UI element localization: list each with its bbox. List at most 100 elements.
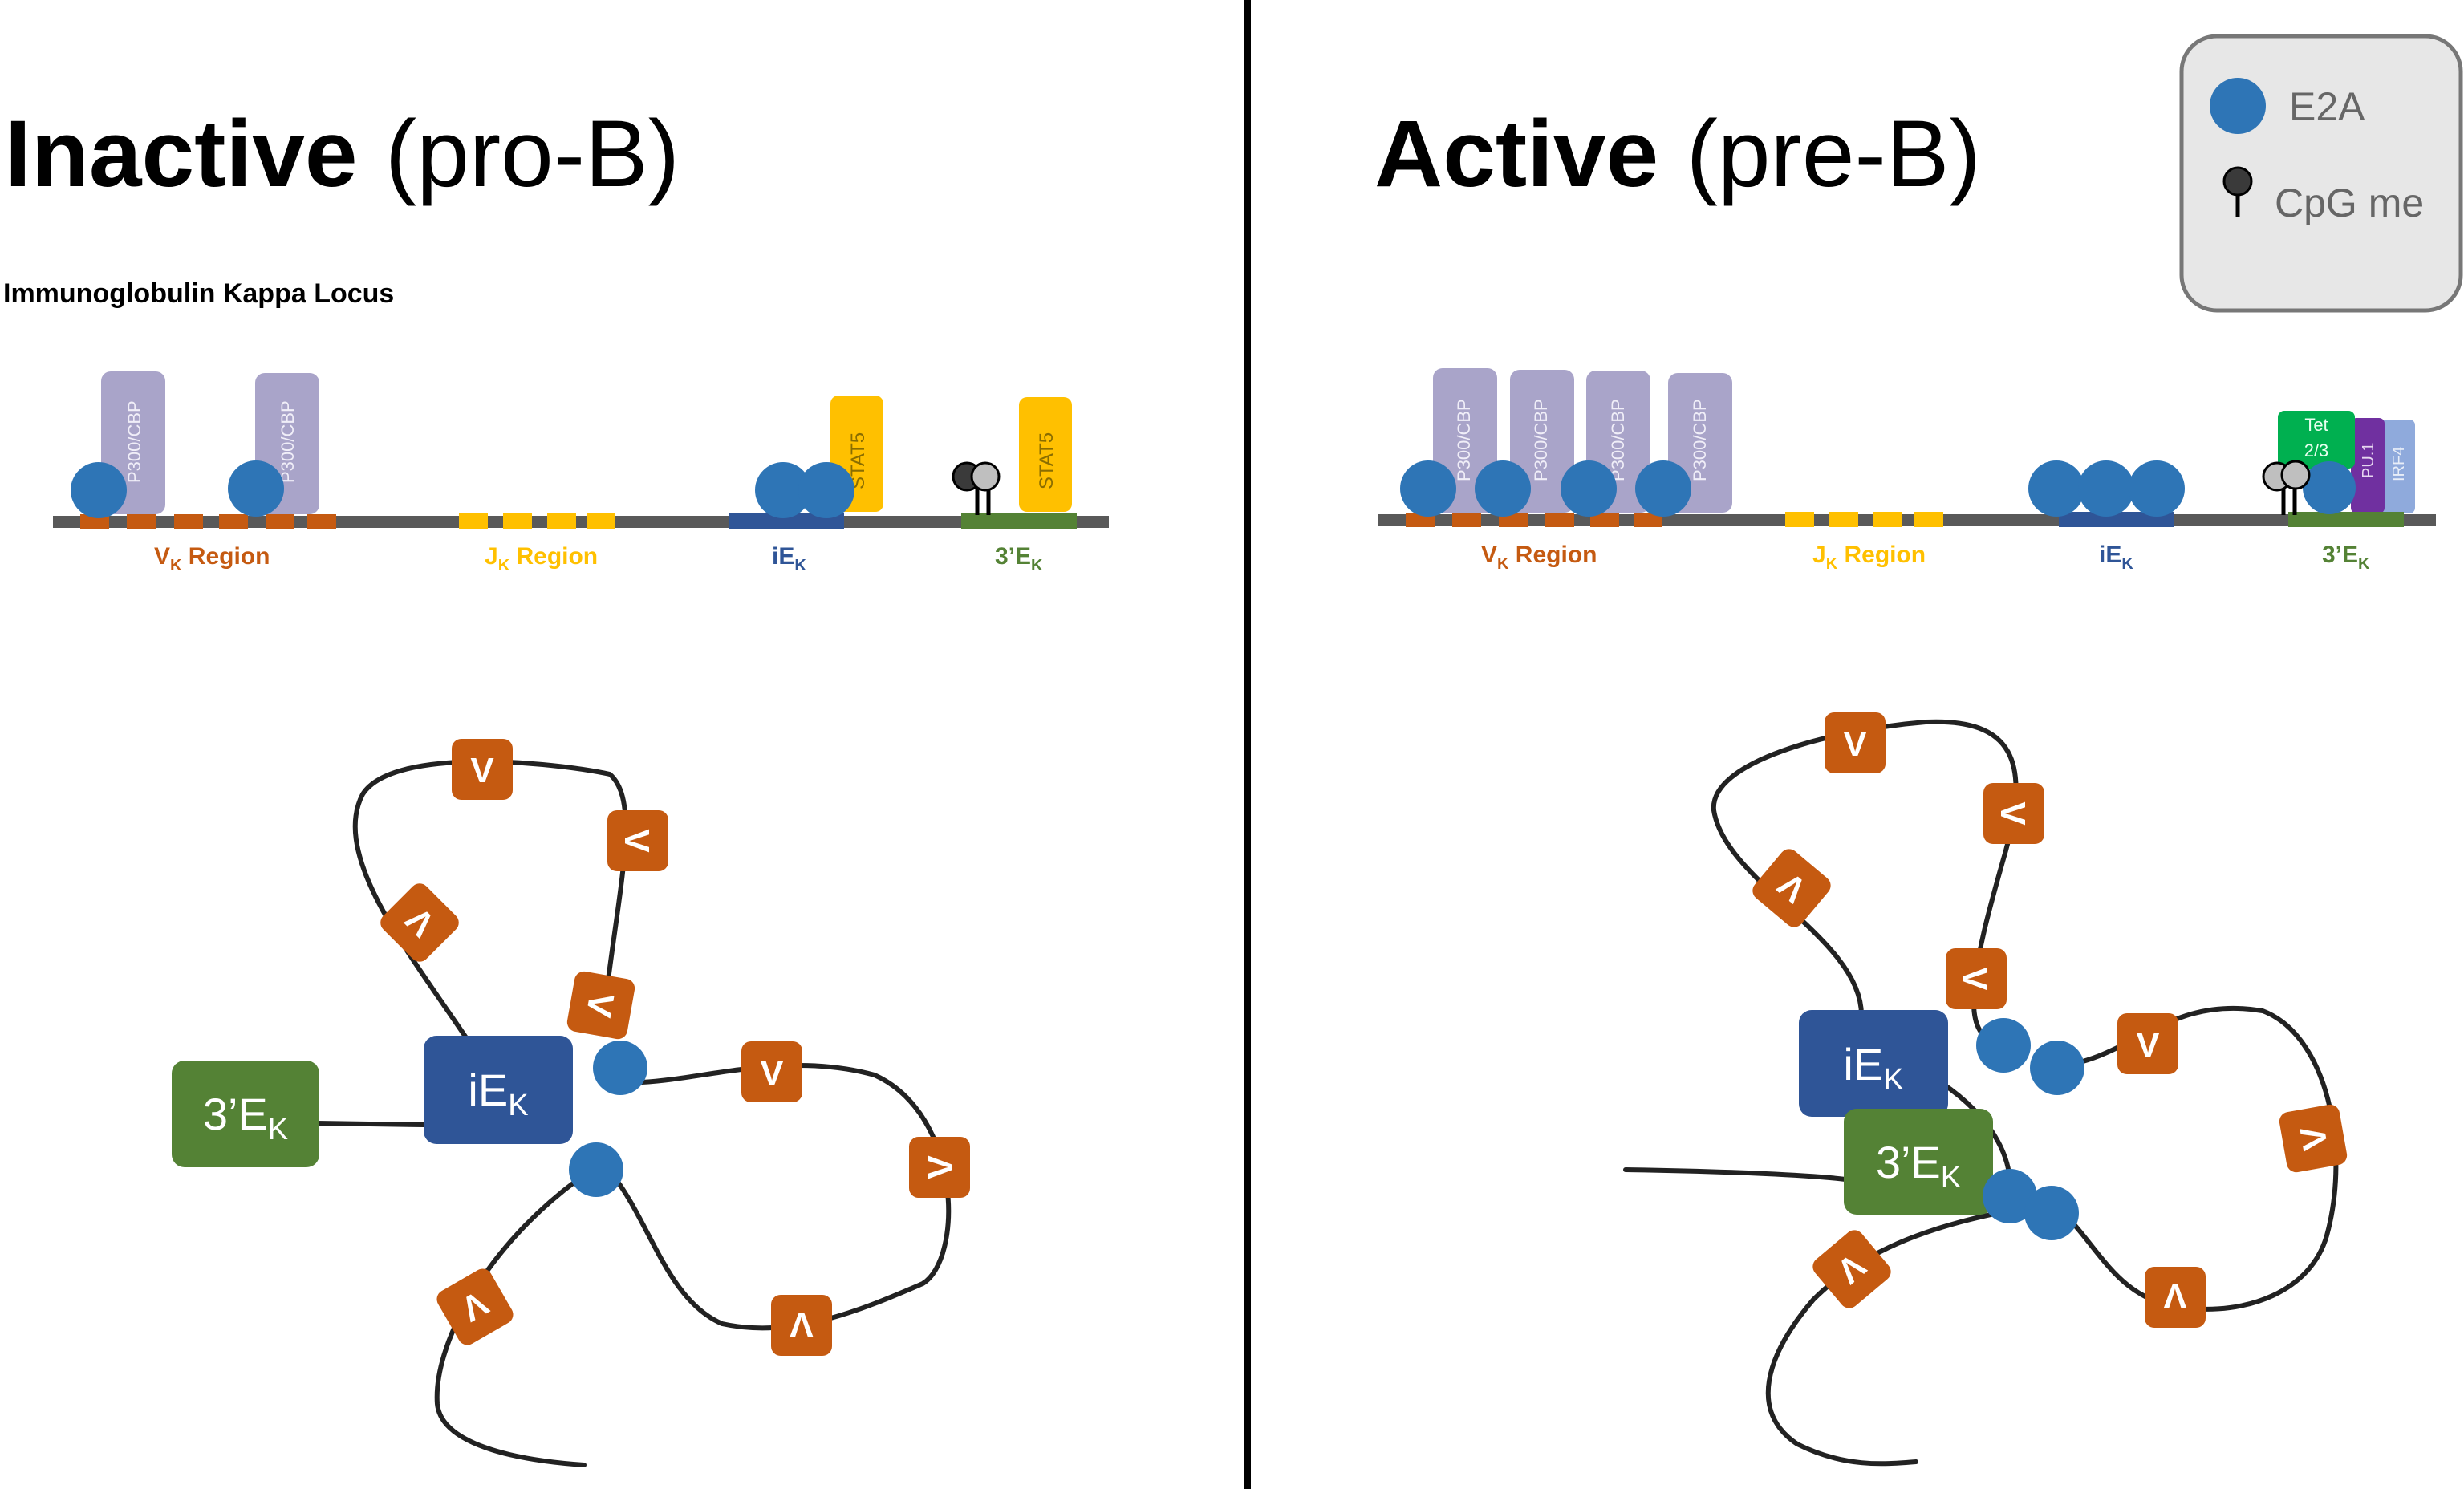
tet-label-line1: Tet xyxy=(2304,415,2328,435)
right-panel: Active (pre-B) E2A CpG me P300/CBP P300/… xyxy=(1374,34,2463,1467)
svg-text:V: V xyxy=(2136,1025,2160,1065)
svg-text:V: V xyxy=(617,829,656,853)
chromatin-fiber xyxy=(1765,1081,2013,1467)
v-segment: V xyxy=(436,1268,514,1345)
v-segment xyxy=(127,514,156,529)
chromatin-fiber xyxy=(1623,1167,1848,1182)
jk-region-label: JK Region xyxy=(485,543,598,574)
pu1-box xyxy=(2351,418,2385,513)
v-segment: V xyxy=(1825,712,1886,773)
iek-segment xyxy=(2059,512,2174,527)
e3k-region-label: 3’EK xyxy=(2322,542,2370,573)
chromatin-fiber xyxy=(434,1179,587,1467)
e2a-circle xyxy=(2129,460,2185,517)
e3k-segment xyxy=(2288,512,2404,527)
left-title-bold: Inactive xyxy=(5,101,357,207)
e2a-circle xyxy=(2028,460,2084,517)
e2a-circle xyxy=(2030,1041,2084,1095)
cpg-lollipop xyxy=(970,461,1001,492)
stat5-label: STAT5 xyxy=(1036,432,1057,489)
chromatin-fiber xyxy=(607,1062,952,1331)
vk-segments xyxy=(1406,513,1662,527)
v-segment: V xyxy=(607,810,668,871)
vk-segments xyxy=(80,514,336,529)
cpg-lollipop xyxy=(2280,460,2311,490)
v-segment: V xyxy=(1752,849,1831,927)
tet-label-line2: 2/3 xyxy=(2304,440,2329,460)
svg-text:V: V xyxy=(760,1053,784,1093)
j-segment xyxy=(1829,512,1858,527)
p300-label: P300/CBP xyxy=(1531,399,1551,481)
left-loop-structure: 3’EK iEK V V V V V V V V xyxy=(172,739,970,1467)
v-segment xyxy=(307,514,336,529)
j-segment xyxy=(547,513,576,529)
left-title-stage: (pro-B) xyxy=(385,101,680,207)
v-segment: V xyxy=(2145,1267,2206,1328)
v-segment: V xyxy=(452,739,513,800)
cpg-me-marks xyxy=(2262,460,2311,515)
pu1-label: PU.1 xyxy=(2360,443,2377,478)
irf4-box xyxy=(2381,420,2415,513)
cpg-me-marks xyxy=(952,461,1001,515)
p300-label: P300/CBP xyxy=(1608,399,1628,481)
svg-text:V: V xyxy=(1955,967,1995,991)
p300-label: P300/CBP xyxy=(124,400,144,483)
j-segment xyxy=(1873,512,1902,527)
e2a-circle xyxy=(2303,461,2356,514)
e3k-segment xyxy=(961,513,1077,529)
jk-segments xyxy=(459,513,615,529)
vk-region-label: VK Region xyxy=(1481,542,1597,573)
e3k-module xyxy=(1844,1109,1993,1215)
svg-text:V: V xyxy=(470,751,494,790)
e2a-circle xyxy=(1400,460,1456,517)
v-segment xyxy=(1452,513,1481,527)
iek-region-label: iEK xyxy=(2099,542,2133,573)
iek-region-label: iEK xyxy=(772,543,806,574)
svg-text:V: V xyxy=(1843,724,1867,764)
cpg-legend-icon xyxy=(2222,166,2253,197)
right-loop-structure: iEK 3’EK V V V V V V V V xyxy=(1623,712,2348,1467)
p300-label: P300/CBP xyxy=(278,400,298,483)
e2a-circle xyxy=(71,462,127,518)
p300-label: P300/CBP xyxy=(1690,399,1710,481)
v-segment xyxy=(1634,513,1662,527)
svg-text:V: V xyxy=(790,1304,814,1344)
stat5-box xyxy=(1019,397,1072,512)
v-segment: V xyxy=(1946,948,2007,1009)
v-segment xyxy=(1545,513,1574,527)
v-segment xyxy=(1590,513,1619,527)
e2a-circle xyxy=(2024,1186,2079,1240)
e2a-circle xyxy=(755,462,811,518)
v-segment: V xyxy=(380,883,459,962)
tet-box xyxy=(2278,411,2355,469)
irf4-label: IRF4 xyxy=(2390,447,2408,481)
e3k-module xyxy=(172,1061,319,1167)
iek-segment xyxy=(729,513,844,529)
cpg-legend-label: CpG me xyxy=(2275,181,2424,225)
j-segment xyxy=(1914,512,1943,527)
iek-module-label: iEK xyxy=(1843,1039,1903,1097)
e2a-circle xyxy=(1635,460,1691,517)
e2a-circle xyxy=(569,1142,623,1197)
j-segment xyxy=(459,513,488,529)
right-title-stage: (pre-B) xyxy=(1687,101,1981,207)
e3k-region-label: 3’EK xyxy=(995,543,1043,574)
v-segment xyxy=(266,514,294,529)
legend: E2A CpG me xyxy=(2179,34,2463,313)
e2a-circle xyxy=(2078,460,2134,517)
right-linear-locus: P300/CBP P300/CBP P300/CBP P300/CBP IRF4… xyxy=(1378,368,2436,573)
j-segment xyxy=(1785,512,1814,527)
v-segment xyxy=(219,514,248,529)
left-title: Inactive (pro-B) xyxy=(5,101,680,207)
legend-box xyxy=(2179,34,2463,313)
v-segment: V xyxy=(1812,1230,1891,1308)
v-segment: V xyxy=(566,971,635,1040)
chromatin-line xyxy=(1378,514,2436,526)
chromatin-fiber xyxy=(315,1121,426,1127)
jk-segments xyxy=(1785,512,1943,527)
v-segment: V xyxy=(1983,783,2044,844)
e3k-module-label: 3’EK xyxy=(1876,1137,1961,1195)
e2a-circle xyxy=(1475,460,1531,517)
left-panel: Inactive (pro-B) Immunoglobulin Kappa Lo… xyxy=(3,101,1109,1467)
